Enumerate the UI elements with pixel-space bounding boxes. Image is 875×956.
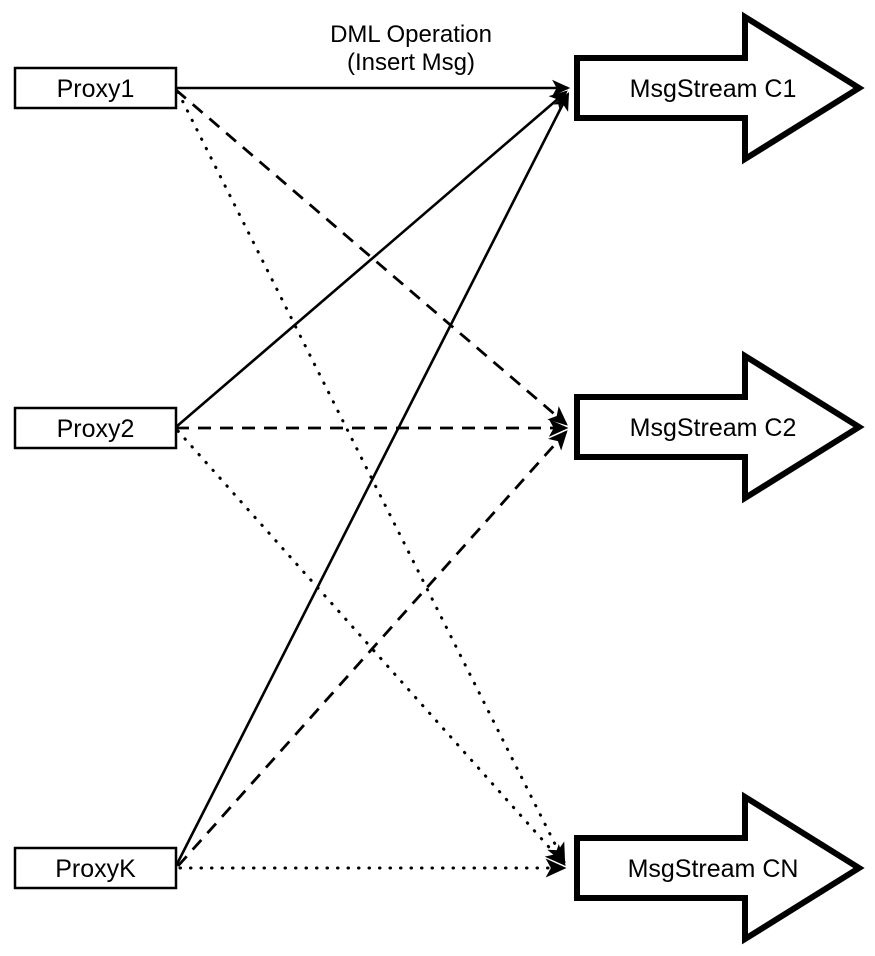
proxy1-label: Proxy1: [57, 75, 135, 103]
link-proxyk-to-stream-c2: [176, 430, 568, 867]
stream-cn-label: MsgStream CN: [628, 855, 799, 883]
link-proxy2-to-stream-cn: [176, 429, 566, 866]
proxyk-label: ProxyK: [55, 855, 136, 883]
stream-node-c1[interactable]: MsgStream C1: [574, 11, 865, 165]
stream-node-c2[interactable]: MsgStream C2: [574, 350, 865, 504]
stream-c1-label: MsgStream C1: [630, 75, 797, 103]
link-proxy2-to-stream-c1: [175, 90, 568, 428]
stream-group: MsgStream C1 MsgStream C2 MsgStream CN: [574, 11, 865, 945]
proxy1-box[interactable]: [13, 66, 178, 110]
stream-cn-arrow-shape[interactable]: [574, 791, 865, 945]
proxy-node-proxy1[interactable]: Proxy1: [13, 66, 178, 110]
stream-c1-arrow-shape[interactable]: [574, 11, 865, 165]
dml-operation-label: DML Operation (Insert Msg): [330, 21, 492, 76]
link-proxy1-to-stream-cn: [176, 90, 566, 865]
stream-c2-label: MsgStream C2: [630, 414, 797, 442]
stream-c2-arrow-shape[interactable]: [574, 350, 865, 504]
link-group: [174, 79, 571, 878]
link-proxyk-to-stream-c1: [174, 91, 570, 867]
proxy-group: Proxy1 Proxy2 ProxyK: [13, 66, 178, 890]
proxy2-label: Proxy2: [57, 415, 135, 443]
link-proxy1-to-stream-c2: [175, 88, 568, 426]
dml-operation-label-line2: (Insert Msg): [347, 49, 475, 76]
stream-node-cn[interactable]: MsgStream CN: [574, 791, 865, 945]
proxy-node-proxy2[interactable]: Proxy2: [13, 406, 178, 450]
dml-operation-label-line1: DML Operation: [330, 21, 492, 48]
proxy-node-proxyk[interactable]: ProxyK: [13, 846, 178, 890]
proxy2-box[interactable]: [13, 406, 178, 450]
proxyk-box[interactable]: [13, 846, 178, 890]
